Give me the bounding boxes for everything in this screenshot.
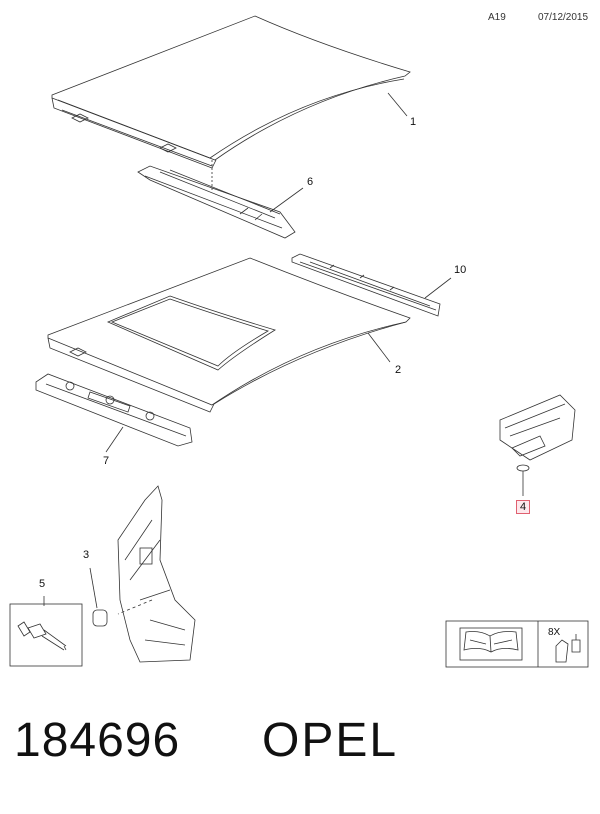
b-pillar-part (92, 485, 196, 663)
rivet-part (9, 603, 83, 667)
callout-1: 1 (410, 116, 417, 128)
roof-panel-part (51, 15, 411, 192)
callout-7: 7 (103, 455, 110, 467)
drawing-date: 07/12/2015 (538, 12, 589, 23)
rivet-tool-icon (555, 639, 569, 663)
front-roof-bow-part (35, 373, 193, 447)
callout-4[interactable]: 4 (516, 500, 531, 514)
quantity-label: 8X (548, 627, 561, 638)
roof-bow-rear-part (137, 165, 296, 239)
callout-10: 10 (454, 264, 467, 276)
rear-panel-grommet-part (499, 394, 576, 496)
roof-rail-part (291, 253, 441, 317)
callout-5: 5 (39, 578, 46, 590)
service-manual-icon (463, 631, 519, 653)
part-number: 184696 (14, 714, 181, 767)
page-code: A19 (488, 12, 506, 23)
leader-lines (43, 92, 452, 609)
sunroof-roof-panel-part (47, 257, 411, 413)
callout-3: 3 (83, 549, 90, 561)
service-info-box (445, 620, 589, 668)
callout-6: 6 (307, 176, 314, 188)
callout-2: 2 (395, 364, 402, 376)
brand-name: OPEL (262, 714, 399, 767)
